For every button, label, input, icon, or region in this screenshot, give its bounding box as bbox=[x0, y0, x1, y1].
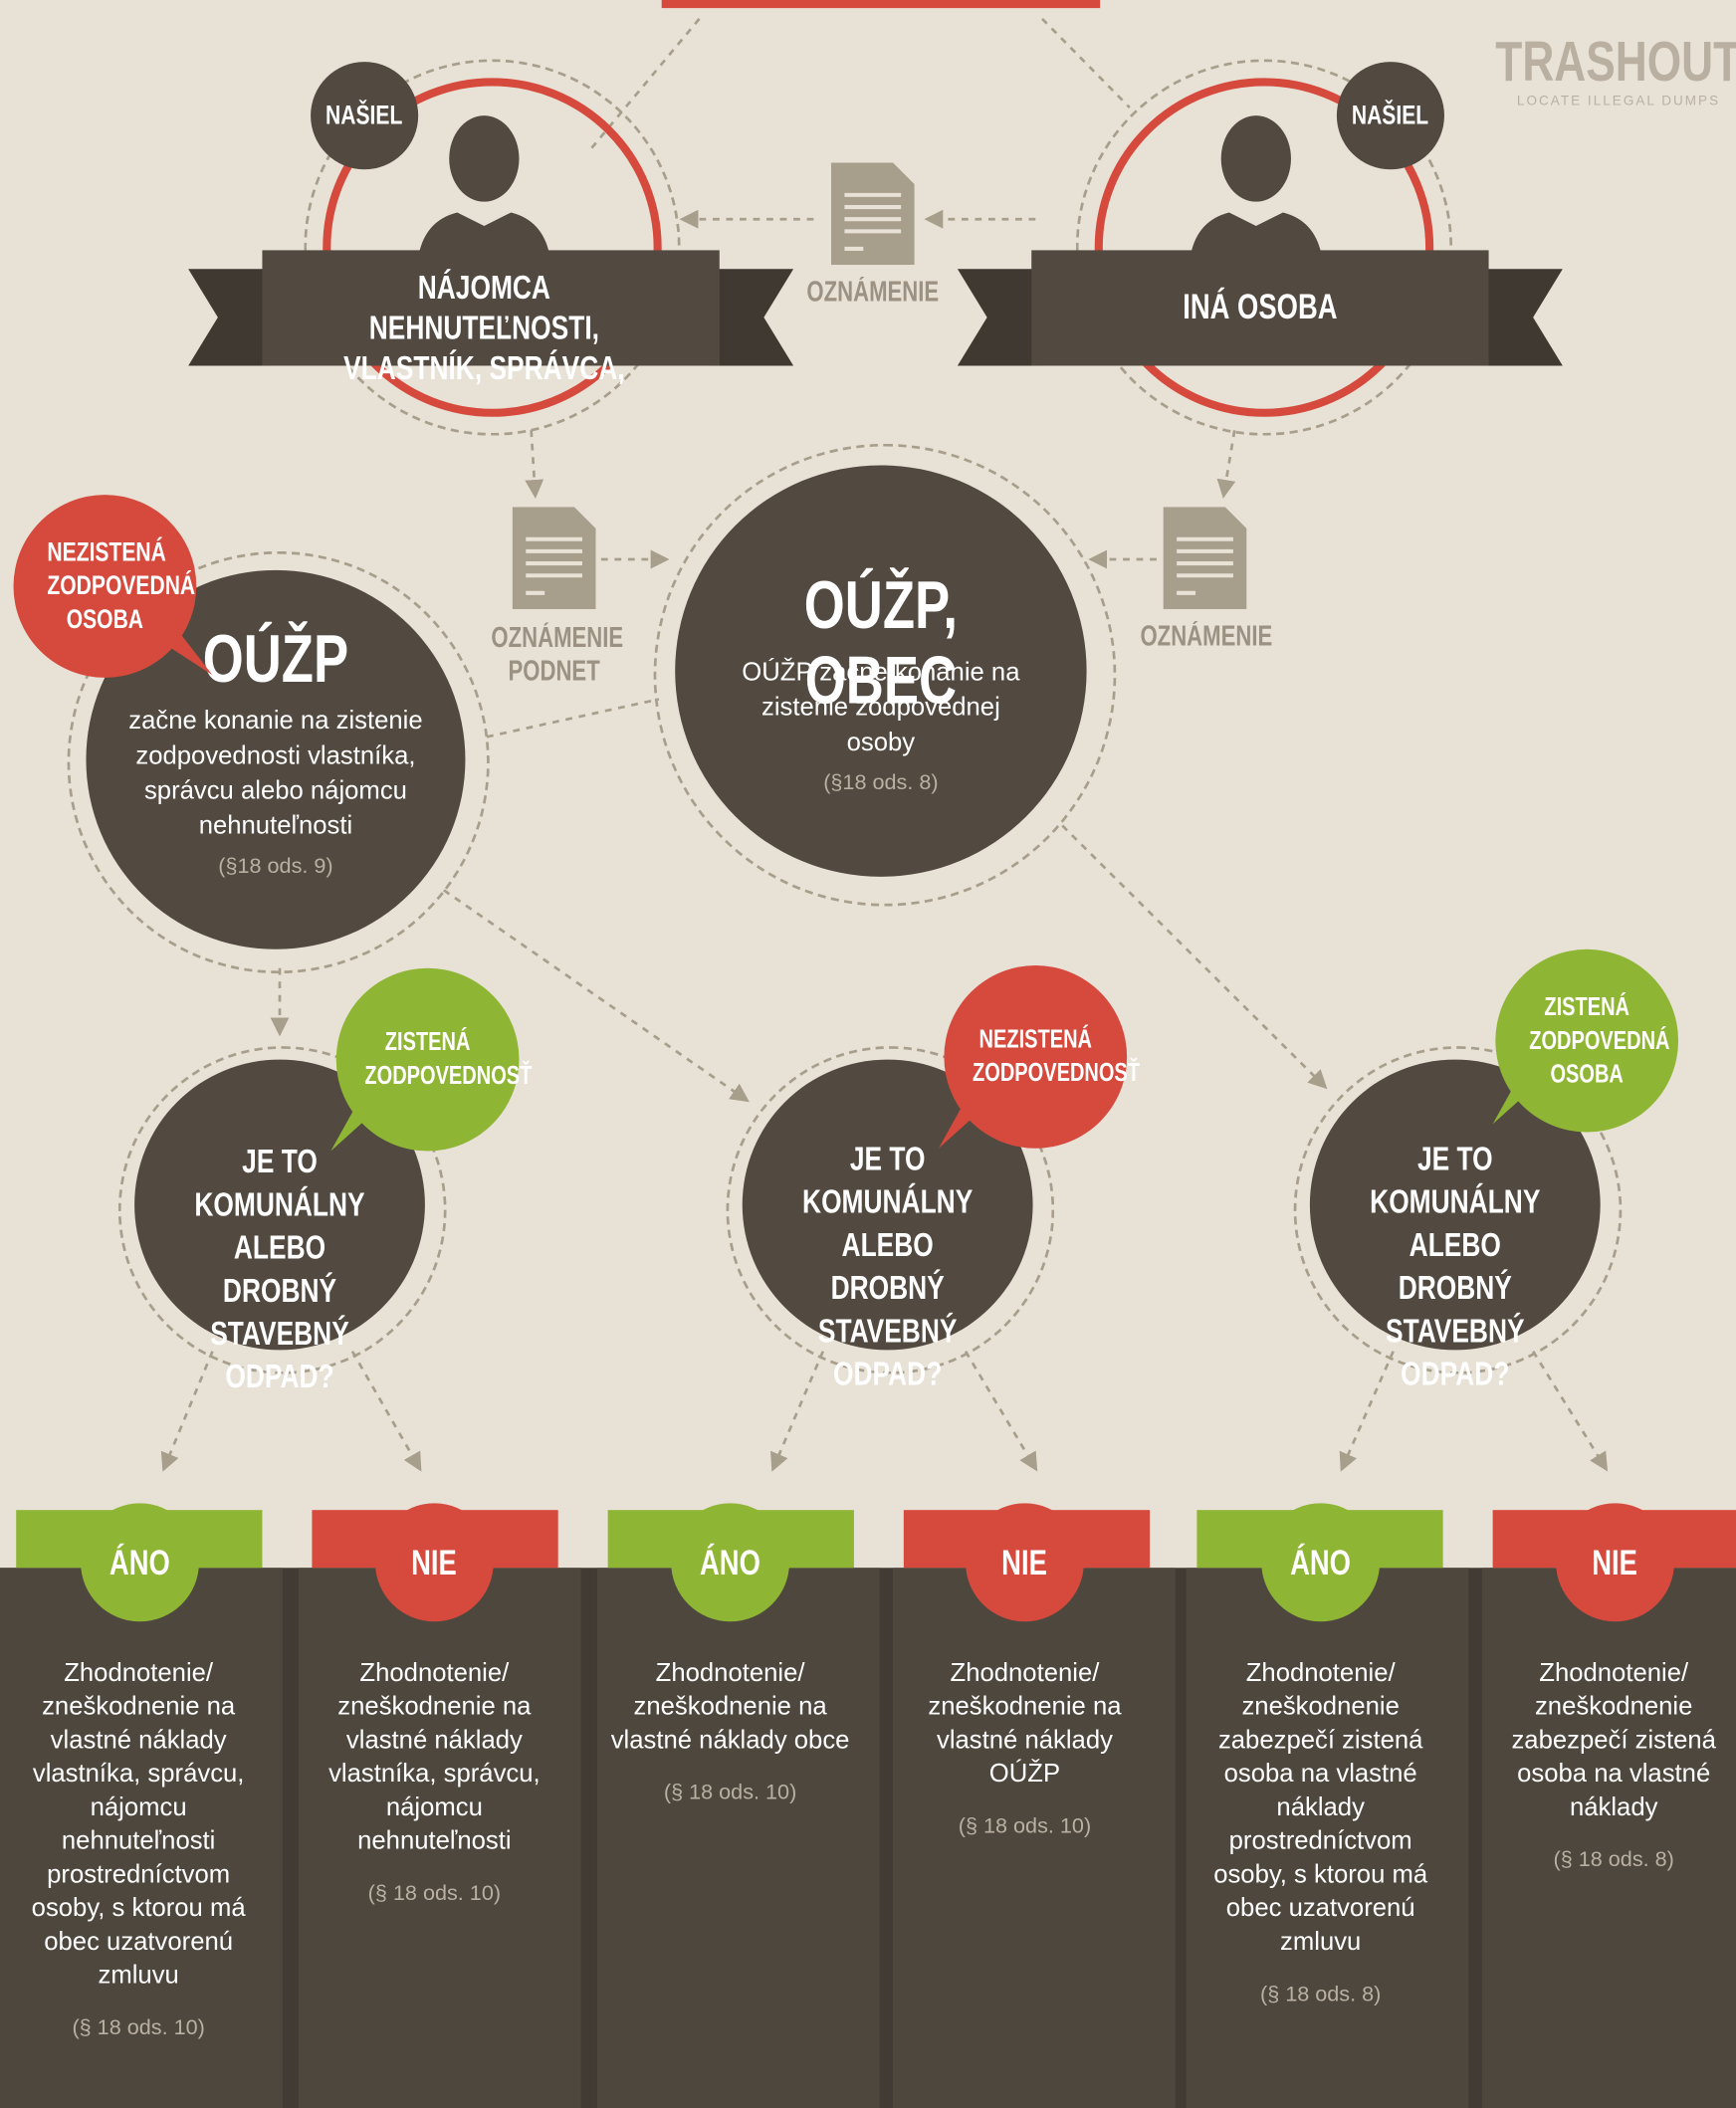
left-node-badge-tail bbox=[158, 626, 213, 676]
document-label-right: OZNÁMENIE bbox=[1140, 621, 1273, 653]
logo-tagline: LOCATE ILLEGAL DUMPS bbox=[1516, 94, 1721, 109]
question-1-badge: ZISTENÁ ZODPOVEDNOSŤ bbox=[335, 967, 533, 1152]
question-3-badge: ZISTENÁ ZODPOVEDNÁ OSOBA bbox=[1495, 949, 1679, 1133]
person-left-silhouette-icon bbox=[416, 115, 551, 270]
top-bar bbox=[661, 0, 1101, 9]
left-node-title: OÚŽP bbox=[202, 621, 349, 697]
document-icon-left bbox=[512, 507, 596, 610]
outcome-3-ref: (§ 18 ods. 10) bbox=[663, 1782, 797, 1805]
outcome-2-column bbox=[298, 1568, 581, 2108]
question-2-badge-label: NEZISTENÁ ZODPOVEDNOSŤ bbox=[973, 1025, 1141, 1088]
person-right-dashed-ring bbox=[1075, 59, 1453, 436]
left-node-dashed-ring bbox=[67, 550, 490, 974]
question-2-text: JE TO KOMUNÁLNY ALEBO DROBNÝ STAVEBNÝ OD… bbox=[802, 1140, 974, 1393]
question-3-badge-label: ZISTENÁ ZODPOVEDNÁ OSOBA bbox=[1529, 992, 1670, 1089]
person-left-red-ring bbox=[323, 78, 662, 417]
center-node-ref: (§18 ods. 8) bbox=[823, 771, 939, 795]
outcome-5-label: ÁNO bbox=[1290, 1541, 1352, 1582]
person-right-red-ring bbox=[1094, 78, 1434, 417]
center-node-text: OÚŽP začne konanie na zistenie zodpovedn… bbox=[742, 658, 1020, 757]
outcome-3-label: ÁNO bbox=[700, 1541, 761, 1582]
outcome-1-body: Zhodnotenie/ zneškodnenie na vlastné nák… bbox=[18, 1656, 260, 2044]
logo-text: TRASHOUT bbox=[1495, 29, 1736, 94]
question-3-dashed-ring bbox=[1293, 1046, 1623, 1374]
person-right-silhouette-icon bbox=[1189, 115, 1324, 270]
outcome-1-column bbox=[0, 1568, 283, 2108]
outcome-1-label-circle: ÁNO bbox=[81, 1503, 199, 1622]
question-2-badge-tail bbox=[938, 1100, 993, 1149]
outcome-4-column bbox=[893, 1568, 1176, 2108]
logo: TRASHOUT LOCATE ILLEGAL DUMPS bbox=[1495, 30, 1736, 110]
document-label-left: OZNÁMENIE PODNET bbox=[491, 622, 624, 688]
outcome-2-label-circle: NIE bbox=[374, 1503, 494, 1622]
outcome-1-ref: (§ 18 ods. 10) bbox=[72, 2016, 205, 2040]
outcome-6-ref: (§ 18 ods. 8) bbox=[1553, 1848, 1674, 1872]
document-icon-top bbox=[830, 162, 915, 266]
outcome-4-body: Zhodnotenie/ zneškodnenie na vlastné nák… bbox=[904, 1656, 1146, 1843]
person-left-badge: NAŠIEL bbox=[311, 62, 419, 170]
left-node-text: začne konanie na zistenie zodpovednosti … bbox=[128, 707, 423, 841]
outcome-5-text: Zhodnotenie/ zneškodnenie zabezpečí zist… bbox=[1213, 1659, 1428, 1957]
outcome-2-body: Zhodnotenie/ zneškodnenie na vlastné nák… bbox=[314, 1656, 555, 1910]
person-left-dashed-ring bbox=[304, 59, 681, 436]
outcome-5-body: Zhodnotenie/ zneškodnenie zabezpečí zist… bbox=[1199, 1656, 1441, 2011]
outcome-1-text: Zhodnotenie/ zneškodnenie na vlastné nák… bbox=[31, 1659, 246, 1991]
outcome-6-column bbox=[1481, 1568, 1736, 2108]
outcome-1-label: ÁNO bbox=[109, 1541, 170, 1582]
question-1-badge-tail bbox=[330, 1102, 385, 1152]
question-2-dashed-ring bbox=[726, 1046, 1055, 1374]
outcome-2-label: NIE bbox=[411, 1541, 458, 1582]
center-node-circle bbox=[675, 465, 1087, 877]
question-2-badge: NEZISTENÁ ZODPOVEDNOSŤ bbox=[944, 965, 1141, 1149]
person-left-badge-label: NAŠIEL bbox=[326, 100, 403, 130]
outcome-6-text: Zhodnotenie/ zneškodnenie zabezpečí zist… bbox=[1511, 1659, 1716, 1822]
left-node-badge-label: NEZISTENÁ ZODPOVEDNÁ OSOBA bbox=[47, 536, 196, 634]
outcome-4-label-circle: NIE bbox=[966, 1503, 1084, 1622]
question-3-badge-tail bbox=[1492, 1075, 1547, 1125]
outcome-5-ref: (§ 18 ods. 8) bbox=[1259, 1983, 1382, 2006]
question-1-badge-label: ZISTENÁ ZODPOVEDNOSŤ bbox=[364, 1028, 533, 1091]
question-1-dashed-ring bbox=[117, 1046, 447, 1374]
document-icon-right bbox=[1163, 507, 1247, 610]
center-node-title: OÚŽP, OBEC bbox=[803, 567, 959, 719]
person-left-ribbon-label: NÁJOMCA NEHNUTEĽNOSTI, VLASTNÍK, SPRÁVCA… bbox=[343, 269, 625, 388]
outcome-6-label: NIE bbox=[1592, 1541, 1638, 1582]
outcome-5-column bbox=[1186, 1568, 1469, 2108]
outcome-6-label-circle: NIE bbox=[1556, 1503, 1674, 1622]
outcome-3-text: Zhodnotenie/ zneškodnenie na vlastné nák… bbox=[610, 1659, 850, 1756]
question-3-text: JE TO KOMUNÁLNY ALEBO DROBNÝ STAVEBNÝ OD… bbox=[1370, 1140, 1541, 1393]
left-node-badge: NEZISTENÁ ZODPOVEDNÁ OSOBA bbox=[13, 495, 197, 678]
person-right-ribbon bbox=[957, 250, 1563, 366]
person-right-badge: NAŠIEL bbox=[1336, 62, 1444, 170]
document-label-top: OZNÁMENIE bbox=[806, 277, 940, 309]
person-left-ribbon bbox=[188, 250, 794, 366]
person-right-ribbon-label: INÁ OSOBA bbox=[1183, 286, 1338, 327]
person-right-badge-label: NAŠIEL bbox=[1352, 100, 1429, 130]
center-node-dashed-ring bbox=[653, 443, 1117, 907]
outcome-3-label-circle: ÁNO bbox=[671, 1503, 790, 1622]
outcome-3-column bbox=[596, 1568, 880, 2108]
question-1-text: JE TO KOMUNÁLNY ALEBO DROBNÝ STAVEBNÝ OD… bbox=[194, 1143, 365, 1396]
outcome-4-text: Zhodnotenie/ zneškodnenie na vlastné nák… bbox=[928, 1659, 1122, 1789]
outcome-6-body: Zhodnotenie/ zneškodnenie zabezpečí zist… bbox=[1493, 1656, 1735, 1877]
outcome-4-ref: (§ 18 ods. 10) bbox=[958, 1814, 1092, 1838]
outcome-5-label-circle: ÁNO bbox=[1261, 1503, 1381, 1622]
left-node-ref: (§18 ods. 9) bbox=[218, 855, 333, 879]
outcome-2-text: Zhodnotenie/ zneškodnenie na vlastné nák… bbox=[328, 1659, 541, 1856]
outcome-2-ref: (§ 18 ods. 10) bbox=[367, 1882, 502, 1906]
outcome-3-body: Zhodnotenie/ zneškodnenie na vlastné nák… bbox=[609, 1656, 851, 1809]
outcome-4-label: NIE bbox=[1001, 1541, 1048, 1582]
